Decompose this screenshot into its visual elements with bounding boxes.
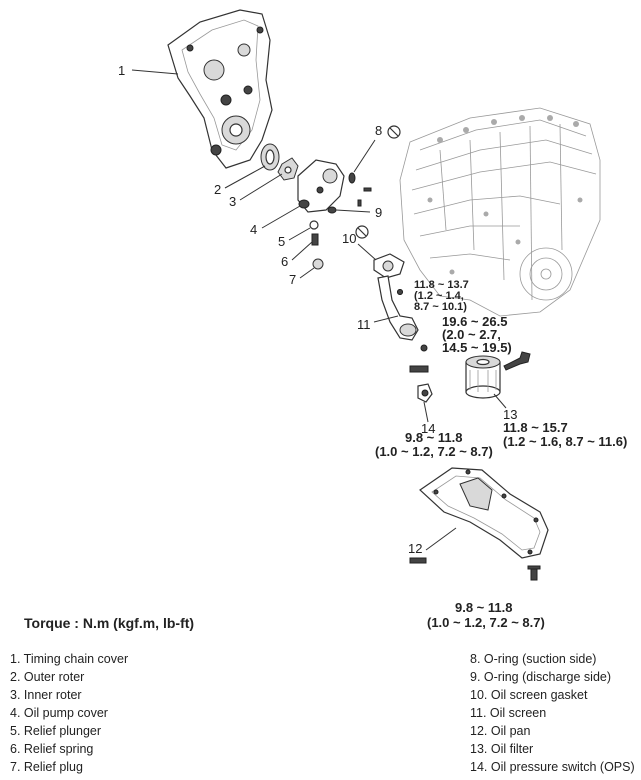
torque-filter-line-1: 11.8 ~ 15.7: [503, 420, 568, 435]
filter-bracket-bolt: [420, 344, 428, 352]
relief-plug: [312, 258, 324, 270]
parts-legend-right: 8. O-ring (suction side) 9. O-ring (disc…: [470, 650, 635, 776]
torque-strainer-line-3: 8.7 ~ 10.1): [414, 301, 467, 313]
drain-plug: [527, 565, 541, 581]
torque-bracket-line-3: 14.5 ~ 19.5): [442, 340, 512, 355]
legend-item: 3. Inner roter: [10, 688, 82, 702]
callout-6: 6: [281, 254, 288, 269]
callout-9: 9: [375, 205, 382, 220]
callout-2: 2: [214, 182, 221, 197]
callout-5: 5: [278, 234, 285, 249]
legend-item: 6. Relief spring: [10, 742, 94, 756]
pump-bolts: [357, 187, 372, 207]
relief-plunger: [309, 220, 319, 230]
legend-item: 12. Oil pan: [470, 724, 531, 738]
torque-filter-line-2: (1.2 ~ 1.6, 8.7 ~ 11.6): [503, 434, 627, 449]
legend-item: 10. Oil screen gasket: [470, 688, 588, 702]
legend-item: 9. O-ring (discharge side): [470, 670, 612, 684]
legend-item: 14. Oil pressure switch (OPS): [470, 760, 635, 774]
legend-item: 11. Oil screen: [470, 706, 547, 720]
oil-pan-bolt: [409, 557, 427, 564]
filter-arrow-icon: [503, 351, 531, 371]
torque-drain-plug: 9.8 ~ 11.8 (1.0 ~ 1.2, 7.2 ~ 8.7): [427, 600, 545, 630]
callout-14: 14: [421, 421, 435, 436]
no-reuse-icon: [355, 225, 369, 239]
oil-screen: [377, 275, 419, 341]
torque-strainer-line-2: (1.2 ~ 1.4,: [414, 290, 464, 302]
no-reuse-icon: [387, 125, 401, 139]
callout-4: 4: [250, 222, 257, 237]
torque-bracket-line-2: (2.0 ~ 2.7,: [442, 327, 501, 342]
parts-legend-left: 1. Timing chain cover 2. Outer roter 3. …: [10, 650, 128, 776]
relief-spring: [311, 233, 319, 246]
torque-bracket-line-1: 19.6 ~ 26.5: [442, 314, 507, 329]
callout-10: 10: [342, 231, 356, 246]
torque-oil-filter: 11.8 ~ 15.7 (1.2 ~ 1.6, 8.7 ~ 11.6): [503, 420, 627, 449]
engine-block: [399, 107, 601, 317]
inner-roter: [277, 157, 299, 181]
torque-ops-line-2: (1.0 ~ 1.2, 7.2 ~ 8.7): [375, 444, 493, 459]
o-ring-suction: [348, 172, 356, 184]
torque-strainer-line-1: 11.8 ~ 13.7: [414, 279, 469, 291]
callout-13: 13: [503, 407, 517, 422]
oil-pan: [419, 467, 549, 559]
callout-11: 11: [357, 317, 371, 332]
legend-item: 5. Relief plunger: [10, 724, 102, 738]
torque-strainer: 11.8 ~ 13.7 (1.2 ~ 1.4, 8.7 ~ 10.1): [414, 279, 469, 313]
legend-item: 7. Relief plug: [10, 760, 83, 774]
oil-pump-cover: [297, 159, 345, 213]
torque-drain-line-2: (1.0 ~ 1.2, 7.2 ~ 8.7): [427, 615, 545, 630]
callout-1: 1: [118, 63, 125, 78]
callout-8: 8: [375, 123, 382, 138]
legend-item: 1. Timing chain cover: [10, 652, 129, 666]
callout-7: 7: [289, 272, 296, 287]
callout-3: 3: [229, 194, 236, 209]
oil-filter: [465, 355, 501, 399]
timing-chain-cover: [167, 9, 273, 169]
o-ring-discharge: [327, 206, 337, 214]
torque-ops: 9.8 ~ 11.8 (1.0 ~ 1.2, 7.2 ~ 8.7): [375, 430, 493, 459]
strainer-bolt: [397, 289, 403, 295]
legend-item: 4. Oil pump cover: [10, 706, 108, 720]
torque-drain-line-1: 9.8 ~ 11.8: [455, 600, 512, 615]
callout-12: 12: [408, 541, 422, 556]
oil-screen-gasket: [373, 253, 405, 279]
legend-item: 8. O-ring (suction side): [470, 652, 597, 666]
torque-filter-bracket: 19.6 ~ 26.5 (2.0 ~ 2.7, 14.5 ~ 19.5): [442, 314, 512, 355]
torque-ops-line-1: 9.8 ~ 11.8: [405, 430, 462, 445]
outer-roter: [260, 143, 280, 171]
legend-item: 2. Outer roter: [10, 670, 85, 684]
oil-pressure-switch: [409, 365, 433, 403]
legend-item: 13. Oil filter: [470, 742, 534, 756]
torque-units-title: Torque : N.m (kgf.m, lb-ft): [24, 615, 195, 631]
